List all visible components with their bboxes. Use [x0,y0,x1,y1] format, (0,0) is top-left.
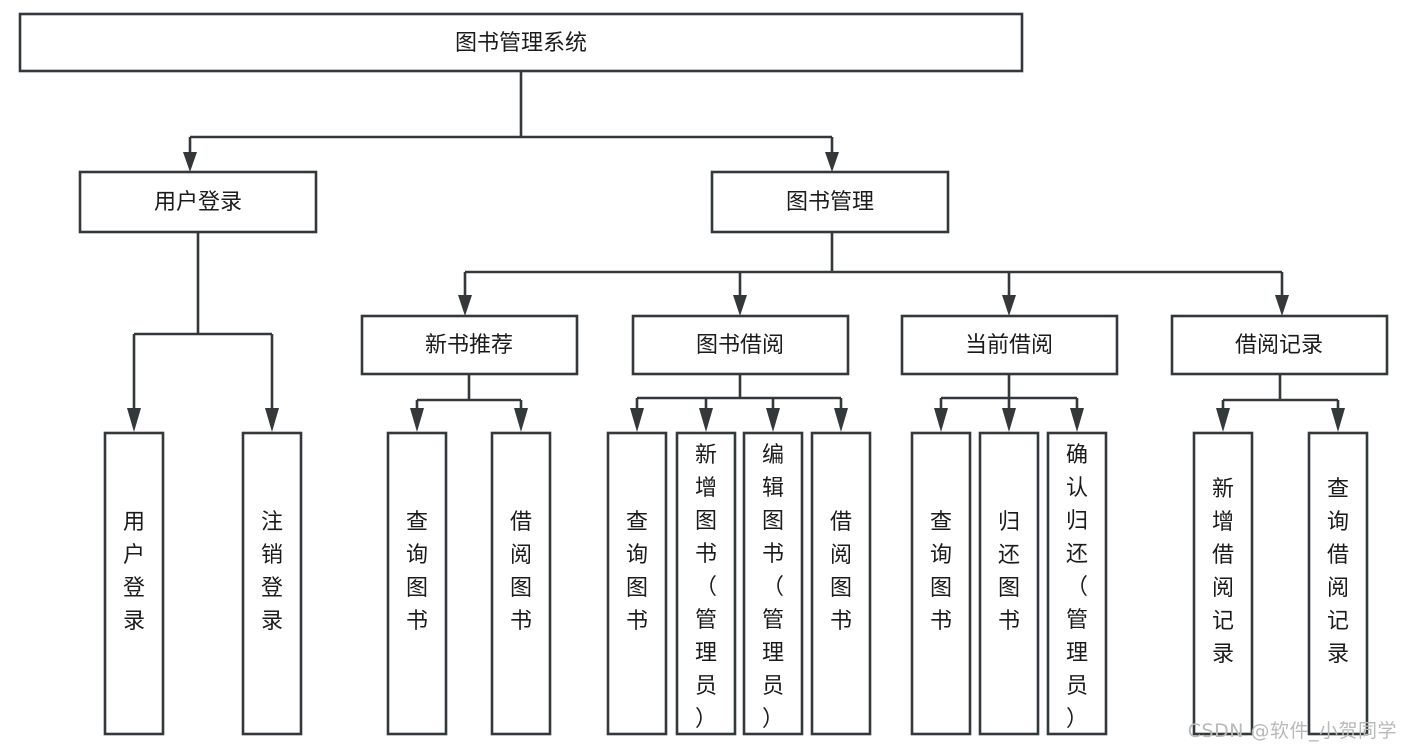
arrow-borrow-record [1275,295,1289,316]
node-leaf-user-login-box[interactable] [103,431,165,736]
node-root[interactable]: 图书管理系统 [18,12,1024,73]
node-borrow-record[interactable]: 借阅记录 [1170,314,1389,376]
node-leaf-query-book-3-box[interactable] [910,431,972,736]
arrow-leaf-query-book-2 [630,408,644,432]
node-book-management-label: 图书管理 [786,190,874,215]
node-book-management-box[interactable] [710,170,950,234]
node-leaf-borrow-book-2[interactable]: 借阅图书 [810,431,872,736]
node-leaf-return-book-box[interactable] [978,431,1040,736]
arrow-leaf-add-book [699,408,713,432]
node-book-borrow-label: 图书借阅 [696,333,784,358]
node-new-book-recommend-box[interactable] [360,314,579,376]
node-user-login[interactable]: 用户登录 [78,170,318,234]
arrow-leaf-add-record [1216,408,1230,432]
node-leaf-add-book-label: 新增图书（管理员） [695,443,717,732]
arrow-leaf-return-book [1002,408,1016,432]
arrow-leaf-borrow-book-1 [514,408,528,432]
arrow-current-borrow [1002,295,1016,316]
node-leaf-add-record-label: 新增借阅记录 [1212,477,1234,667]
node-leaf-borrow-book-1-label: 借阅图书 [510,510,532,634]
node-leaf-confirm-return-box[interactable] [1046,431,1108,736]
node-leaf-query-record-box[interactable] [1307,431,1369,736]
arrow-leaf-edit-book [766,408,780,432]
node-leaf-edit-book-box[interactable] [742,431,804,736]
node-leaf-query-record[interactable]: 查询借阅记录 [1307,431,1369,736]
node-leaf-user-logout[interactable]: 注销登录 [241,431,303,736]
node-new-book-recommend-label: 新书推荐 [425,333,513,358]
arrow-leaf-user-login [127,408,141,432]
node-book-borrow[interactable]: 图书借阅 [631,314,850,376]
node-leaf-edit-book[interactable]: 编辑图书（管理员） [742,431,804,736]
node-leaf-query-book-3-label: 查询图书 [930,510,952,634]
arrow-user-login [183,152,197,172]
node-leaf-user-logout-label: 注销登录 [261,510,283,634]
node-user-login-box[interactable] [78,170,318,234]
node-leaf-add-book[interactable]: 新增图书（管理员） [675,431,737,736]
node-leaf-borrow-book-2-label: 借阅图书 [830,510,852,634]
node-root-label: 图书管理系统 [455,31,587,56]
node-borrow-record-label: 借阅记录 [1235,333,1323,358]
node-user-login-label: 用户登录 [154,190,242,215]
node-current-borrow-box[interactable] [900,314,1119,376]
arrow-book-borrow [733,295,747,316]
node-leaf-return-book[interactable]: 归还图书 [978,431,1040,736]
arrow-leaf-query-book-1 [410,408,424,432]
node-leaf-borrow-book-1-box[interactable] [490,431,552,736]
node-leaf-borrow-book-1[interactable]: 借阅图书 [490,431,552,736]
node-leaf-add-book-box[interactable] [675,431,737,736]
node-leaf-query-book-3[interactable]: 查询图书 [910,431,972,736]
node-leaf-user-login[interactable]: 用户登录 [103,431,165,736]
node-current-borrow[interactable]: 当前借阅 [900,314,1119,376]
node-leaf-confirm-return-label: 确认归还（管理员） [1066,443,1088,732]
node-leaf-query-record-label: 查询借阅记录 [1327,477,1349,667]
node-new-book-recommend[interactable]: 新书推荐 [360,314,579,376]
arrow-leaf-user-logout [265,408,279,432]
arrow-leaf-confirm-return [1070,408,1084,432]
node-current-borrow-label: 当前借阅 [965,333,1053,358]
node-leaf-query-book-1-box[interactable] [386,431,448,736]
edge-layer [127,71,1345,432]
arrow-new-book-recommend [458,295,472,316]
node-book-management[interactable]: 图书管理 [710,170,950,234]
node-leaf-return-book-label: 归还图书 [998,510,1020,634]
node-borrow-record-box[interactable] [1170,314,1389,376]
node-leaf-query-book-2[interactable]: 查询图书 [606,431,668,736]
node-leaf-user-login-label: 用户登录 [123,510,145,634]
node-book-borrow-box[interactable] [631,314,850,376]
arrow-leaf-query-book-3 [934,408,948,432]
node-leaf-query-book-1[interactable]: 查询图书 [386,431,448,736]
node-leaf-query-book-1-label: 查询图书 [406,510,428,634]
arrow-leaf-borrow-book-2 [834,408,848,432]
node-leaf-confirm-return[interactable]: 确认归还（管理员） [1046,431,1108,736]
node-leaf-query-book-2-box[interactable] [606,431,668,736]
arrow-leaf-query-record [1331,408,1345,432]
csdn-watermark: CSDN @软件_小贺同学 [1187,720,1397,742]
node-root-box[interactable] [18,12,1024,73]
node-leaf-borrow-book-2-box[interactable] [810,431,872,736]
arrow-book-management [825,152,839,172]
node-leaf-add-record-box[interactable] [1192,431,1254,736]
node-leaf-edit-book-label: 编辑图书（管理员） [762,443,784,732]
node-leaf-add-record[interactable]: 新增借阅记录 [1192,431,1254,736]
node-leaf-query-book-2-label: 查询图书 [626,510,648,634]
node-leaf-user-logout-box[interactable] [241,431,303,736]
